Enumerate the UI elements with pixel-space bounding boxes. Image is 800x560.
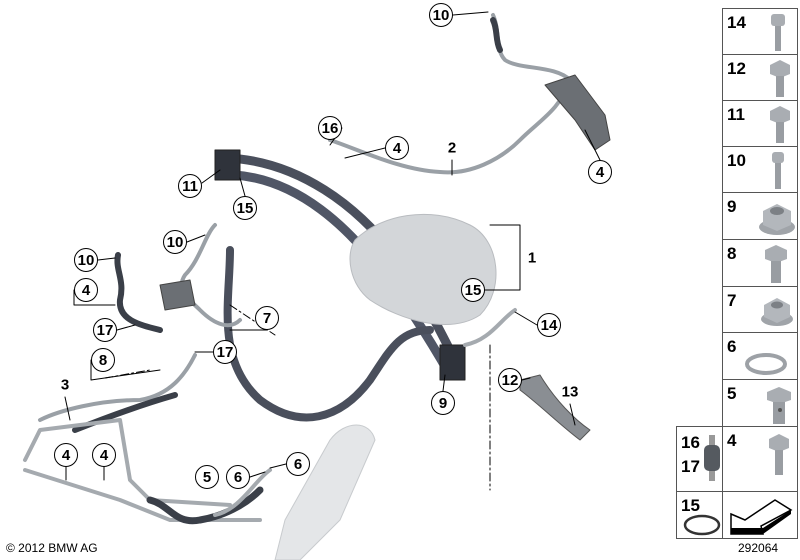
cooler-line-frame <box>23 418 262 522</box>
legend-item-14: 14 <box>722 8 798 55</box>
callout-17: 17 <box>93 318 117 342</box>
callout-9: 9 <box>431 391 455 415</box>
hex-bolt-icon <box>765 245 787 283</box>
socket-head-bolt-icon <box>771 14 785 51</box>
callout-4: 4 <box>54 443 78 467</box>
hose-3-black <box>72 392 178 433</box>
hose-end-fitting <box>214 149 241 181</box>
legend-item-6: 6 <box>722 332 798 380</box>
legend-item-8: 8 <box>722 239 798 287</box>
callout-4: 4 <box>588 160 612 184</box>
callout-12: 12 <box>498 368 522 392</box>
callout-5: 5 <box>195 465 219 489</box>
copyright-text: © 2012 BMW AG <box>6 541 98 555</box>
socket-head-bolt-icon <box>772 152 784 189</box>
legend-number: 9 <box>727 197 737 216</box>
bracket-13 <box>519 374 591 441</box>
hex-bolt-icon <box>770 60 790 97</box>
legend-number: 14 <box>727 13 746 32</box>
bracket-mid <box>159 279 196 311</box>
line-10-left <box>114 252 163 333</box>
return-line-2 <box>328 13 572 175</box>
legend-item-10: 10 <box>722 146 798 193</box>
legend-number: 5 <box>727 384 737 403</box>
legend-number: 11 <box>727 105 745 124</box>
legend-number: 16 <box>681 433 700 452</box>
callout-7: 7 <box>255 306 279 330</box>
hose-end-fitting-lower <box>439 344 466 381</box>
callout-16: 16 <box>318 116 342 140</box>
direction-arrow-icon <box>730 499 793 535</box>
legend-number: 6 <box>727 337 737 356</box>
legend-direction-arrow <box>722 491 798 539</box>
callout-10: 10 <box>163 230 187 254</box>
legend-number: 17 <box>681 457 700 476</box>
callout-8: 8 <box>91 348 115 372</box>
legend-number: 8 <box>727 244 737 263</box>
return-line-black-segment <box>490 17 503 53</box>
legend-item-11: 11 <box>722 100 798 147</box>
bracket-4-top <box>544 74 611 151</box>
hex-bolt-icon <box>770 106 790 143</box>
steering-gear <box>274 424 376 560</box>
callout-10: 10 <box>429 3 453 27</box>
line-5-6 <box>213 468 272 517</box>
legend-item-16-17: 16 17 <box>676 426 723 492</box>
callout-15: 15 <box>233 196 257 220</box>
flange-nut-icon <box>761 298 793 326</box>
banjo-bolt-icon <box>767 387 791 424</box>
rubber-mount-icon <box>704 435 720 481</box>
flange-nut-icon <box>759 204 795 235</box>
label-13: 13 <box>561 383 579 401</box>
legend-item-15: 15 <box>676 491 723 539</box>
expansion-hose-7 <box>223 246 434 422</box>
label-3: 3 <box>60 376 70 394</box>
legend-number: 12 <box>727 59 746 78</box>
label-1: 1 <box>527 249 537 267</box>
callout-6: 6 <box>226 465 250 489</box>
legend-number: 15 <box>681 496 700 515</box>
diagram-number: 292064 <box>738 541 779 555</box>
legend-item-4: 4 <box>722 426 798 492</box>
legend-item-9: 9 <box>722 192 798 240</box>
line-14 <box>463 308 517 347</box>
o-ring-icon <box>683 514 721 536</box>
callout-4: 4 <box>92 443 116 467</box>
callout-17: 17 <box>213 340 237 364</box>
cooler-hose-black <box>146 486 264 525</box>
label-2: 2 <box>447 139 457 157</box>
legend-number: 10 <box>727 151 746 170</box>
legend-number: 4 <box>727 431 737 450</box>
legend-item-7: 7 <box>722 286 798 333</box>
legend-number: 7 <box>727 291 737 310</box>
callout-11: 11 <box>178 174 202 198</box>
callout-15: 15 <box>461 278 485 302</box>
callout-4: 4 <box>74 278 98 302</box>
legend-item-12: 12 <box>722 54 798 101</box>
sealing-ring-icon <box>745 353 787 375</box>
line-3 <box>38 353 197 422</box>
hex-bolt-icon <box>769 434 789 475</box>
pump-body <box>349 213 497 325</box>
callout-10: 10 <box>74 248 98 272</box>
callout-6: 6 <box>286 452 310 476</box>
legend-item-5: 5 <box>722 379 798 427</box>
callout-14: 14 <box>537 313 561 337</box>
callout-4: 4 <box>385 136 409 160</box>
